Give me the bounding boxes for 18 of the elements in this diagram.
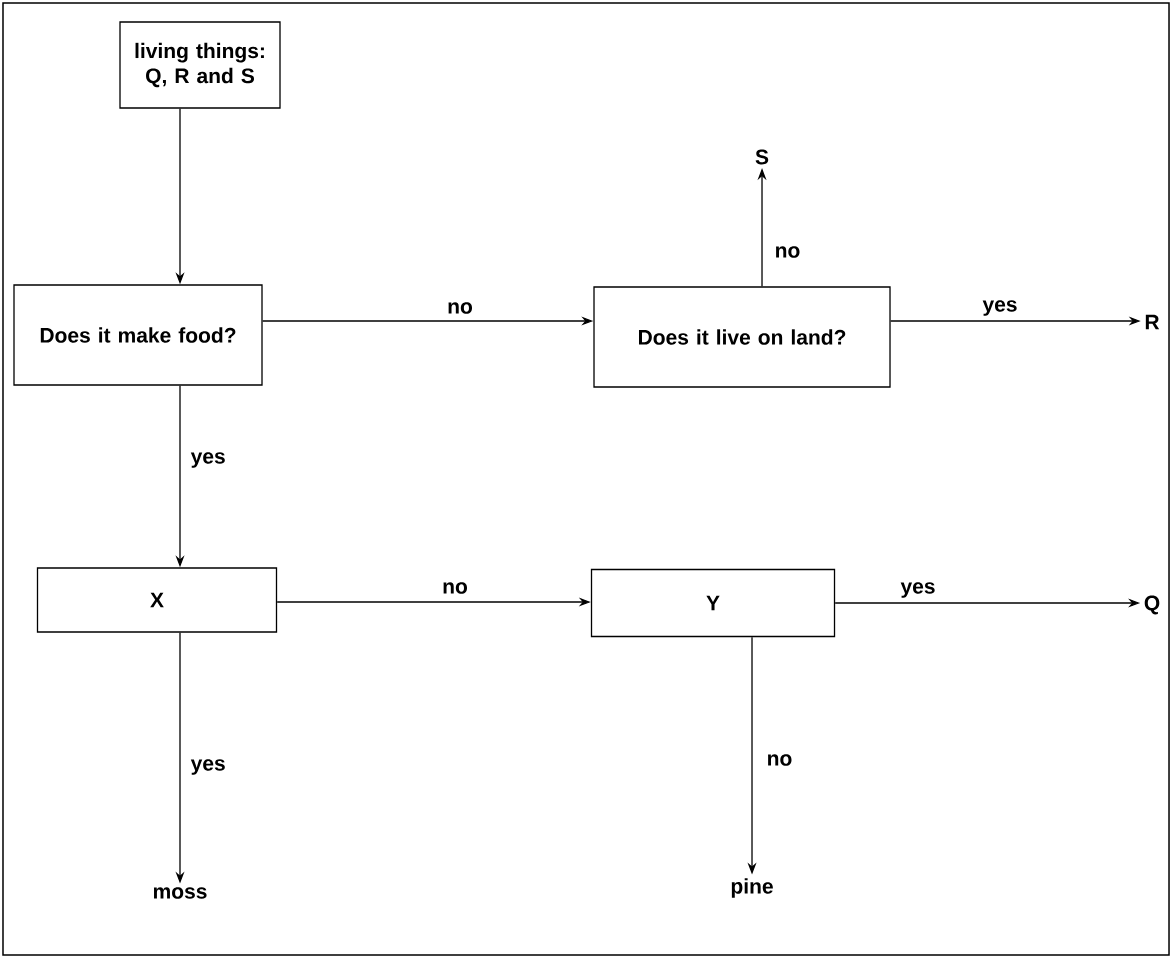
edge-label: yes bbox=[980, 298, 1020, 318]
process-box: X bbox=[36, 567, 278, 633]
edge-label: no bbox=[764, 752, 795, 768]
outcome-label: moss bbox=[153, 887, 207, 899]
process-box: Does it make food? bbox=[13, 284, 263, 386]
edge-label: no bbox=[772, 244, 803, 260]
process-box: living things: Q, R and S bbox=[119, 21, 281, 109]
outcome-label: R bbox=[1145, 314, 1160, 330]
edge-label: yes bbox=[898, 580, 938, 600]
edge-label: yes bbox=[188, 757, 228, 777]
process-box: Y bbox=[590, 568, 836, 638]
edge-label: no bbox=[440, 580, 470, 596]
outcome-label: S bbox=[755, 149, 769, 165]
outcome-label: Q bbox=[1144, 595, 1160, 615]
process-box: Does it live on land? bbox=[593, 286, 891, 388]
edge-label: no bbox=[445, 300, 475, 316]
outcome-label: pine bbox=[731, 878, 773, 898]
edge-label: yes bbox=[188, 450, 228, 470]
